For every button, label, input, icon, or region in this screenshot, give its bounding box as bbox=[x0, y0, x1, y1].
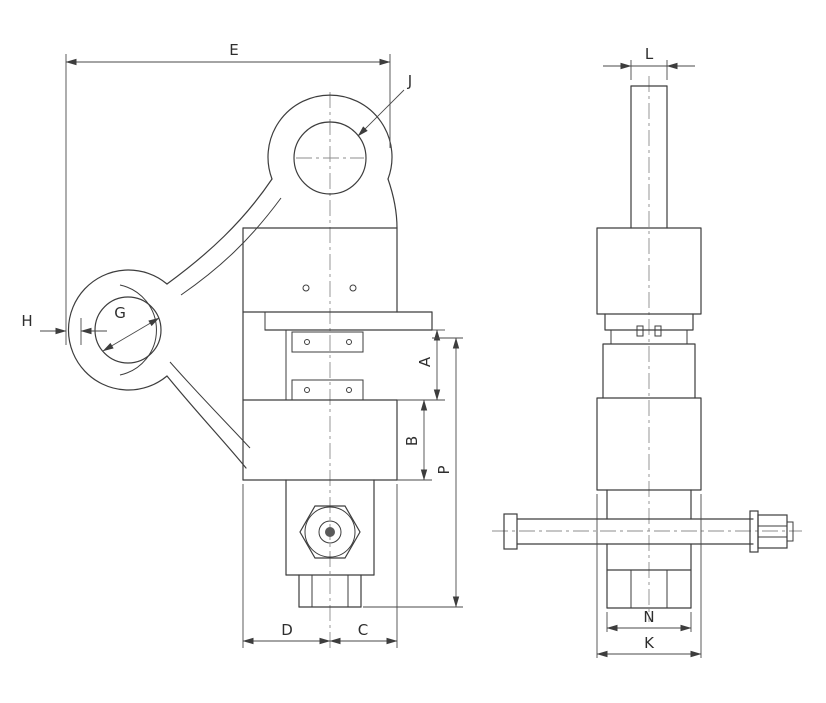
dim-label-c: C bbox=[358, 621, 368, 639]
lower-pad-rivet-right bbox=[346, 387, 352, 393]
arm-lower-outer-curve bbox=[166, 375, 247, 469]
dimension-b: B bbox=[397, 399, 432, 481]
dim-g-line bbox=[102, 317, 160, 352]
dim-label-g: G bbox=[114, 304, 126, 322]
dimension-n: N bbox=[606, 608, 692, 632]
upper-pad-rivet-left bbox=[304, 339, 310, 345]
hex-nut-face-circle bbox=[304, 506, 356, 558]
lower-pad-rivet-left bbox=[304, 387, 310, 393]
screw-end-circle bbox=[318, 520, 342, 544]
dim-label-l: L bbox=[645, 45, 654, 63]
dimension-h: H bbox=[21, 312, 107, 345]
dimension-a: A bbox=[397, 329, 445, 401]
dimension-k: K bbox=[596, 494, 702, 658]
dim-label-n: N bbox=[643, 608, 654, 626]
side-view bbox=[492, 76, 802, 622]
dim-label-d: D bbox=[281, 621, 293, 639]
dim-label-p: P bbox=[435, 465, 453, 474]
body-pin-right bbox=[349, 284, 357, 292]
screw-bar-left-cap bbox=[503, 513, 518, 550]
pad-pin-right bbox=[654, 325, 662, 337]
housing-side-edges bbox=[606, 489, 692, 609]
lower-grip-pad bbox=[291, 379, 364, 401]
top-lobe-outline bbox=[267, 94, 393, 180]
left-lobe-outline bbox=[67, 269, 168, 391]
dimension-j: J bbox=[357, 72, 412, 137]
dimension-p: P bbox=[363, 337, 463, 608]
front-view bbox=[67, 92, 433, 650]
dim-label-b: B bbox=[403, 436, 421, 446]
dimension-l: L bbox=[603, 45, 695, 80]
arm-upper-outer-curve bbox=[166, 178, 273, 285]
jaw-plate-side bbox=[604, 313, 694, 331]
dim-label-j: J bbox=[407, 72, 412, 90]
hex-nut-facet-lines bbox=[758, 525, 787, 538]
dim-label-a: A bbox=[416, 356, 434, 367]
upper-grip-pad bbox=[291, 331, 364, 353]
arm-lower-inner-curve bbox=[169, 361, 251, 449]
dimension-e: E bbox=[65, 41, 391, 345]
dim-j-leader bbox=[357, 89, 405, 137]
hex-nut bbox=[299, 505, 361, 559]
lower-block bbox=[596, 397, 702, 491]
screw-hex-nut bbox=[757, 514, 788, 549]
upper-block bbox=[596, 227, 702, 315]
screw-bar bbox=[516, 518, 754, 545]
screw-end-stub bbox=[786, 521, 794, 542]
dimension-d-c: D C bbox=[242, 484, 398, 648]
screw-center bbox=[325, 527, 335, 537]
pad-pin-left bbox=[636, 325, 644, 337]
dim-label-e: E bbox=[229, 41, 238, 59]
dim-k-ext bbox=[596, 494, 702, 658]
arm-upper-inner-curve bbox=[180, 197, 282, 296]
body-pin-left bbox=[302, 284, 310, 292]
side-hole bbox=[94, 296, 162, 364]
foot-side-edges bbox=[630, 570, 668, 608]
dim-label-k: K bbox=[644, 634, 655, 652]
shackle-hole bbox=[293, 121, 367, 195]
dim-label-h: H bbox=[21, 312, 32, 330]
top-lobe-right-connector bbox=[387, 178, 398, 229]
screw-washer bbox=[749, 510, 759, 553]
mid-block bbox=[602, 343, 696, 399]
dimension-g: G bbox=[102, 304, 160, 352]
upper-pad-rivet-right bbox=[346, 339, 352, 345]
